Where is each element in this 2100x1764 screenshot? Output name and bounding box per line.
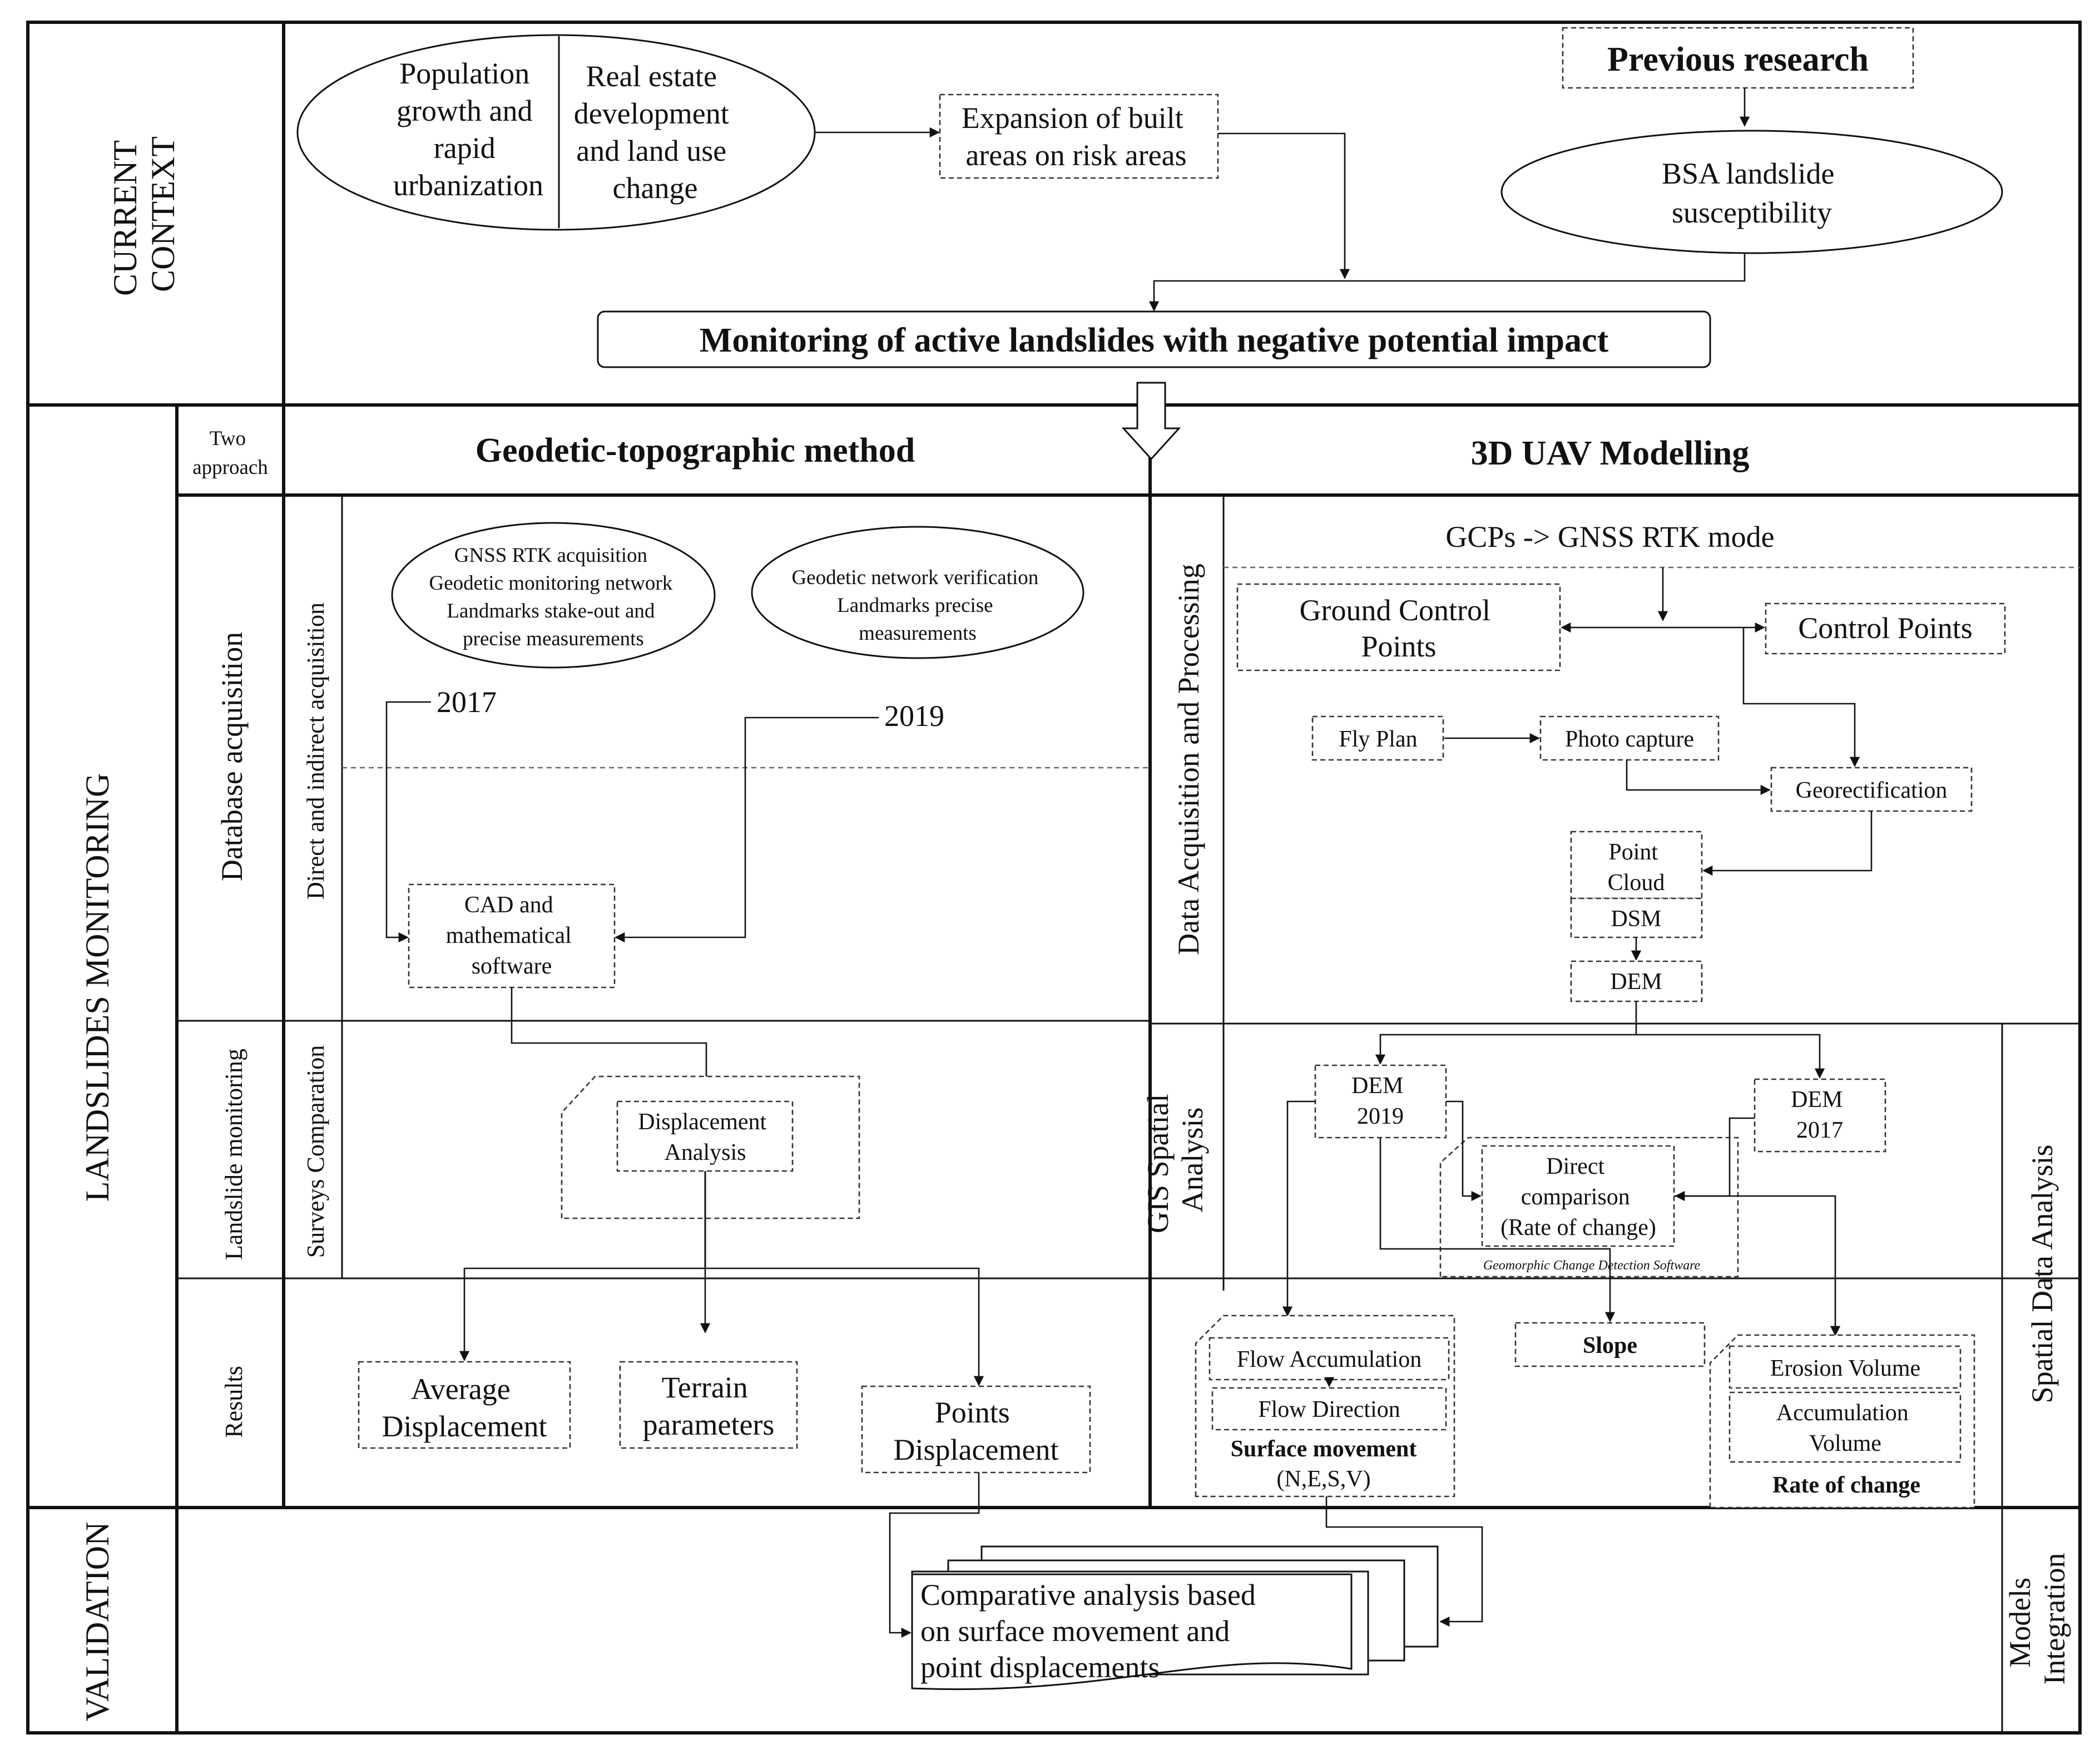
flow-accumulation-text: Flow Accumulation bbox=[1237, 1347, 1422, 1372]
photo-capture-text: Photo capture bbox=[1565, 727, 1694, 752]
average-displacement-text: Average Displacement bbox=[382, 1372, 547, 1443]
nesv-text: (N,E,S,V) bbox=[1276, 1466, 1370, 1492]
gcps-mode-text: GCPs -> GNSS RTK mode bbox=[1445, 520, 1774, 554]
dem-2019-text: DEM 2019 bbox=[1351, 1073, 1409, 1129]
accumulation-volume-box bbox=[1728, 1391, 1962, 1463]
results-label: Results bbox=[220, 1366, 247, 1438]
displacement-text: Displacement Analysis bbox=[638, 1109, 772, 1165]
geodetic-acquisition-connectors bbox=[385, 701, 879, 1103]
database-acquisition-label: Database acquisition bbox=[215, 632, 249, 881]
slope-box bbox=[1514, 1322, 1706, 1367]
gnss-text: GNSS RTK acquisition Geodetic monitoring… bbox=[429, 544, 678, 650]
landslides-monitoring-label: LANDSLIDES MONITORING bbox=[79, 773, 116, 1202]
dem-text: DEM bbox=[1610, 969, 1662, 995]
monitoring-box bbox=[597, 310, 1711, 368]
dem-2017-text: DEM 2017 bbox=[1791, 1087, 1849, 1143]
geodetic-results-connectors bbox=[459, 1171, 984, 1386]
models-integration-label: Models Integration bbox=[2003, 1553, 2071, 1685]
cad-text: CAD and mathematical software bbox=[446, 892, 578, 979]
average-displacement-box bbox=[358, 1361, 571, 1449]
georectification-box bbox=[1770, 767, 1973, 812]
control-points-text: Control Points bbox=[1798, 611, 1973, 645]
terrain-parameters-box bbox=[619, 1361, 798, 1449]
dsm-text: DSM bbox=[1611, 906, 1661, 932]
year-2019-label: 2019 bbox=[884, 699, 944, 733]
erosion-volume-box bbox=[1728, 1345, 1962, 1389]
points-displacement-text: Points Displacement bbox=[894, 1396, 1059, 1466]
context-connectors bbox=[815, 88, 1750, 312]
verification-oval bbox=[751, 526, 1084, 659]
year-2017-label: 2017 bbox=[437, 685, 497, 719]
uav-gis-connectors bbox=[1282, 1001, 1841, 1336]
accumulation-volume-text: Accumulation Volume bbox=[1776, 1400, 1914, 1456]
gis-spatial-label: GIS Spatial Analysis bbox=[1141, 1086, 1209, 1233]
expansion-text: Expansion of built areas on risk areas bbox=[962, 101, 1191, 172]
surface-movement-text: Surface movement bbox=[1231, 1436, 1417, 1462]
fly-plan-box bbox=[1311, 715, 1444, 761]
down-hollow-arrow bbox=[1121, 382, 1181, 461]
real-estate-text: Real estate development and land use cha… bbox=[574, 60, 736, 205]
bsa-text: BSA landslide susceptibility bbox=[1662, 157, 1842, 229]
georectification-text: Georectification bbox=[1796, 778, 1948, 803]
ground-control-text: Ground Control Points bbox=[1300, 594, 1498, 663]
direct-indirect-label: Direct and indirect acquisition bbox=[302, 602, 329, 900]
comparative-front-box bbox=[911, 1573, 1353, 1691]
monitoring-text: Monitoring of active landslides with neg… bbox=[700, 322, 1609, 359]
comparative-stack bbox=[911, 1545, 1439, 1691]
ground-control-box bbox=[1236, 583, 1561, 671]
gcd-software-text: Geomorphic Change Detection Software bbox=[1483, 1258, 1701, 1273]
previous-research-box bbox=[1562, 27, 1914, 89]
terrain-parameters-text: Terrain parameters bbox=[643, 1371, 775, 1441]
uav-acquisition-connectors bbox=[1444, 567, 1873, 961]
erosion-volume-text: Erosion Volume bbox=[1770, 1356, 1920, 1381]
uav-header: 3D UAV Modelling bbox=[1471, 434, 1750, 472]
geodetic-header: Geodetic-topographic method bbox=[476, 432, 915, 470]
point-cloud-text: Point Cloud bbox=[1608, 839, 1665, 896]
population-growth-text: Population growth and rapid urbanization bbox=[393, 57, 543, 202]
data-acquisition-label: Data Acquisition and Processing bbox=[1172, 564, 1205, 955]
verification-text: Geodetic network verification Landmarks … bbox=[791, 566, 1043, 645]
direct-comparison-text: Direct comparison (Rate of change) bbox=[1500, 1154, 1656, 1241]
validation-label: VALIDATION bbox=[79, 1522, 116, 1722]
flow-direction-text: Flow Direction bbox=[1258, 1397, 1400, 1422]
current-context-label: CURRENT CONTEXT bbox=[107, 132, 181, 296]
points-displacement-box bbox=[861, 1385, 1091, 1474]
control-points-box bbox=[1765, 602, 2006, 655]
fly-plan-text: Fly Plan bbox=[1339, 727, 1417, 752]
surveys-comparation-label: Surveys Comparation bbox=[302, 1045, 329, 1258]
bsa-oval bbox=[1500, 130, 2003, 254]
frame-grid bbox=[26, 21, 2082, 1735]
direct-comparison-box bbox=[1481, 1145, 1675, 1247]
slope-text: Slope bbox=[1583, 1333, 1637, 1358]
photo-capture-box bbox=[1539, 715, 1720, 761]
two-approach-label: Two approach bbox=[192, 427, 268, 479]
previous-research-text: Previous research bbox=[1607, 41, 1869, 78]
comparative-text: Comparative analysis based on surface mo… bbox=[920, 1578, 1263, 1684]
validation-connectors bbox=[889, 1473, 1483, 1638]
rate-of-change-text: Rate of change bbox=[1772, 1473, 1920, 1498]
displacement-box bbox=[616, 1100, 794, 1172]
gnss-oval bbox=[391, 522, 716, 669]
flow-direction-box bbox=[1211, 1387, 1447, 1431]
dem-2019-box bbox=[1314, 1064, 1447, 1139]
population-realestate-oval bbox=[296, 34, 816, 231]
dem-2017-box bbox=[1754, 1078, 1886, 1153]
expansion-box bbox=[939, 93, 1219, 179]
spatial-data-analysis-label: Spatial Data Analysis bbox=[2025, 1145, 2059, 1404]
landslide-monitoring-sublabel: Landslide monitoring bbox=[220, 1049, 247, 1260]
